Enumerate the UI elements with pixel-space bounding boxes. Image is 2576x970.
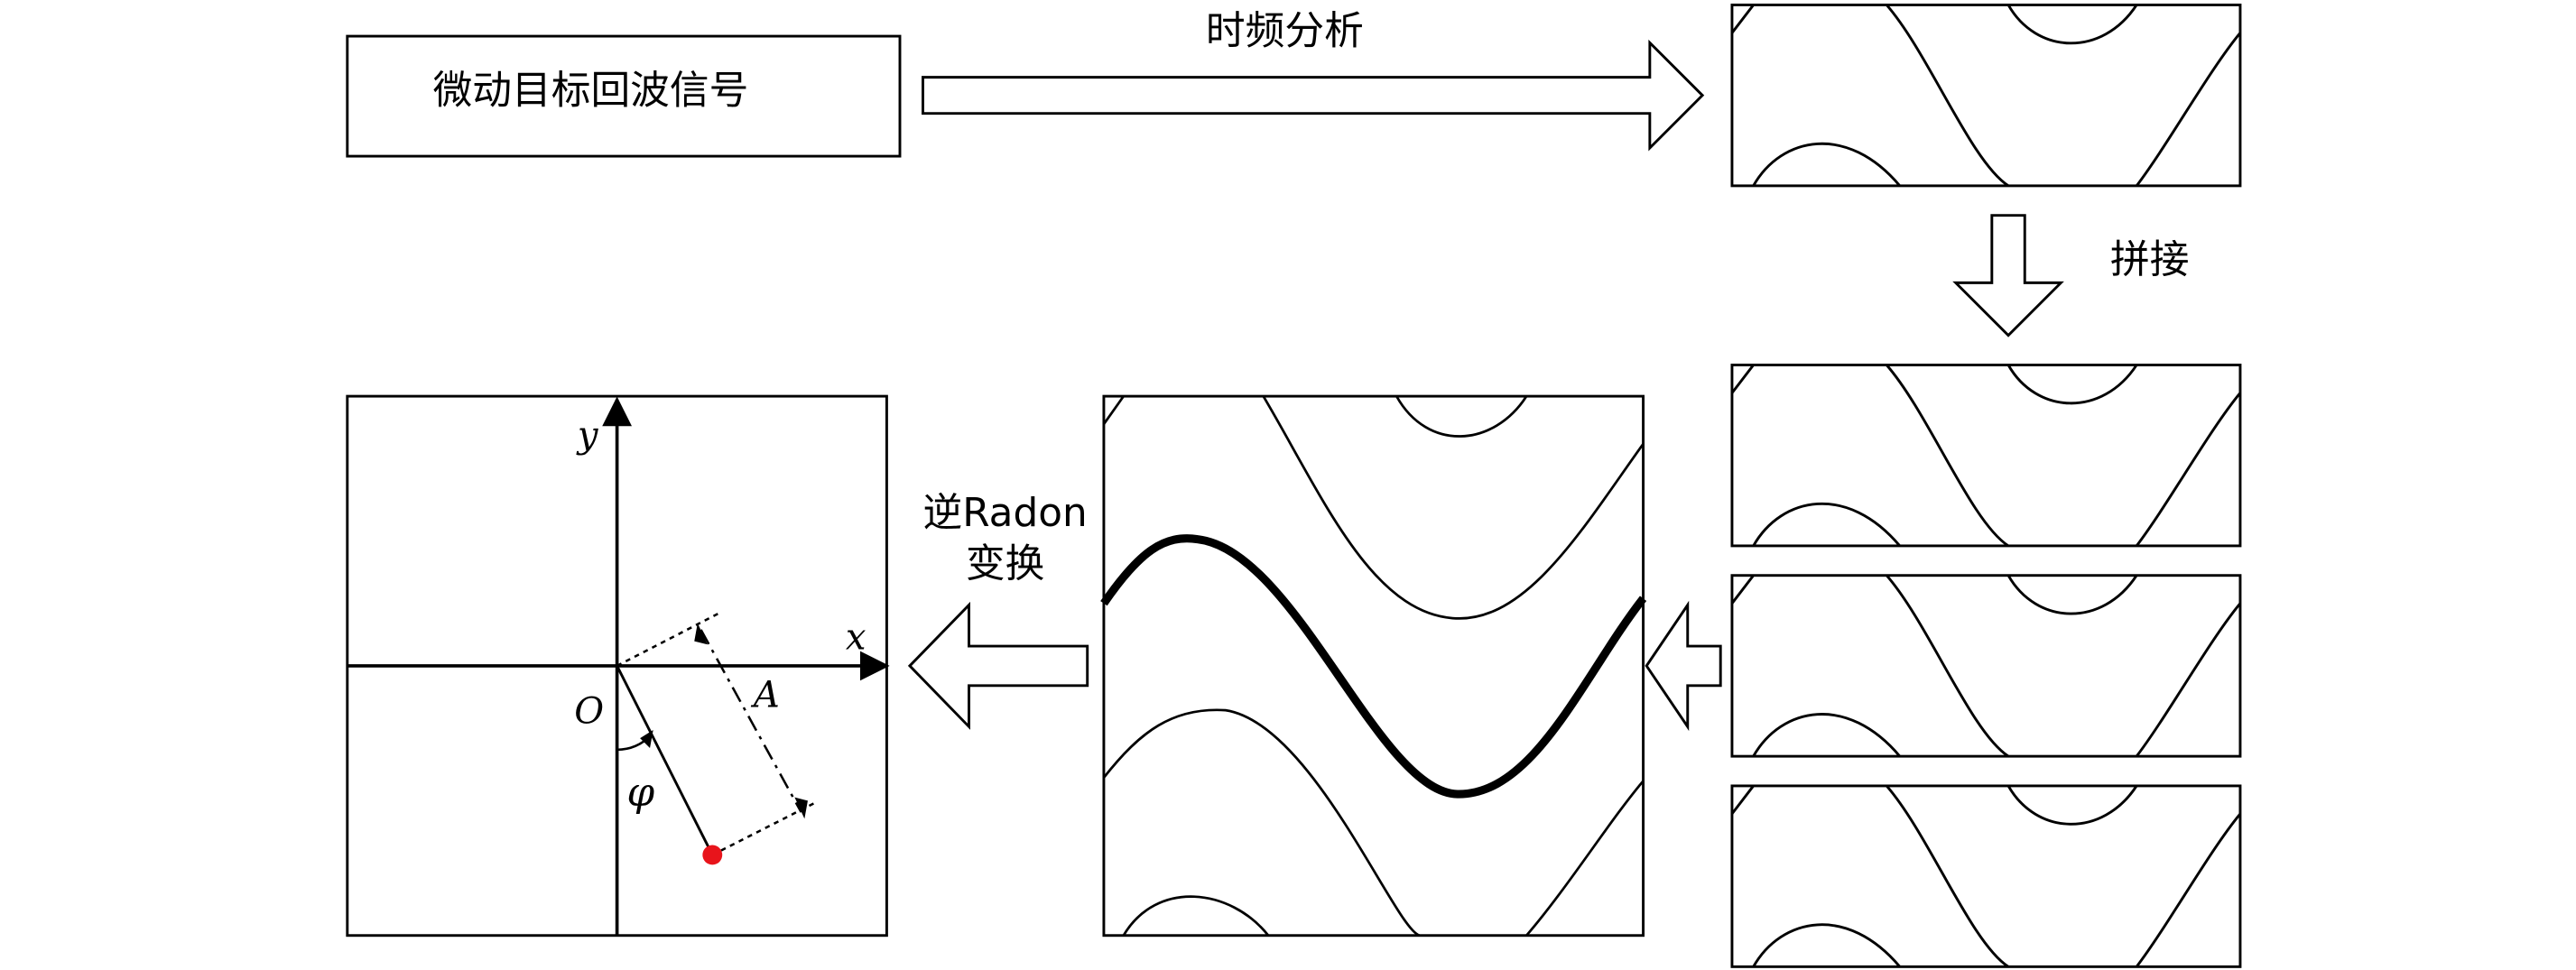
x-axis-label: x xyxy=(846,617,866,659)
time-frequency-label: 时频分析 xyxy=(1206,8,1364,54)
concat-arrow: 拼接 xyxy=(1952,214,2189,337)
down-hollow-arrow-icon xyxy=(1952,214,2064,337)
spectrogram-frame xyxy=(1730,4,2242,188)
spectrogram-single xyxy=(1730,4,2242,188)
dimension-arrow-bottom-icon xyxy=(794,797,808,819)
concatenated-spectrogram-frame xyxy=(1102,394,1645,938)
spectrogram-stack-item-3 xyxy=(1730,784,2242,968)
coordinate-panel: x y O A φ xyxy=(346,394,890,938)
phase-label: φ xyxy=(627,770,655,816)
spectrogram-curves xyxy=(1102,395,1645,938)
dimension-arrow-top-icon xyxy=(694,623,708,645)
echo-signal-node: 微动目标回波信号 xyxy=(346,34,902,158)
inverse-radon-arrow: 逆Radon 变换 xyxy=(907,490,1089,730)
echo-signal-box xyxy=(346,34,902,158)
spectrogram-stack xyxy=(1730,364,2242,968)
echo-signal-label: 微动目标回波信号 xyxy=(433,68,749,114)
right-hollow-arrow-icon xyxy=(922,39,1705,152)
scatterer-point xyxy=(702,845,723,865)
radius-line xyxy=(616,665,714,856)
amplitude-label: A xyxy=(750,674,780,716)
origin-label: O xyxy=(574,691,604,733)
left-hollow-arrow-icon xyxy=(1645,600,1722,732)
left-hollow-arrow-icon xyxy=(907,601,1089,730)
spectrogram-stack-item-2 xyxy=(1730,574,2242,758)
concat-label: 拼接 xyxy=(2110,236,2189,282)
extracted-sinusoid-curve xyxy=(1100,534,1647,799)
y-axis-label: y xyxy=(576,415,599,457)
concatenated-spectrogram xyxy=(1100,394,1647,938)
spectrogram-stack-item-1 xyxy=(1730,364,2242,548)
inverse-radon-label-line1: 逆Radon xyxy=(923,490,1088,536)
amplitude-dimension-line xyxy=(700,629,802,813)
phase-arrow-icon xyxy=(640,729,653,749)
time-frequency-arrow: 时频分析 xyxy=(922,8,1705,152)
inverse-radon-label-line2: 变换 xyxy=(966,541,1044,587)
